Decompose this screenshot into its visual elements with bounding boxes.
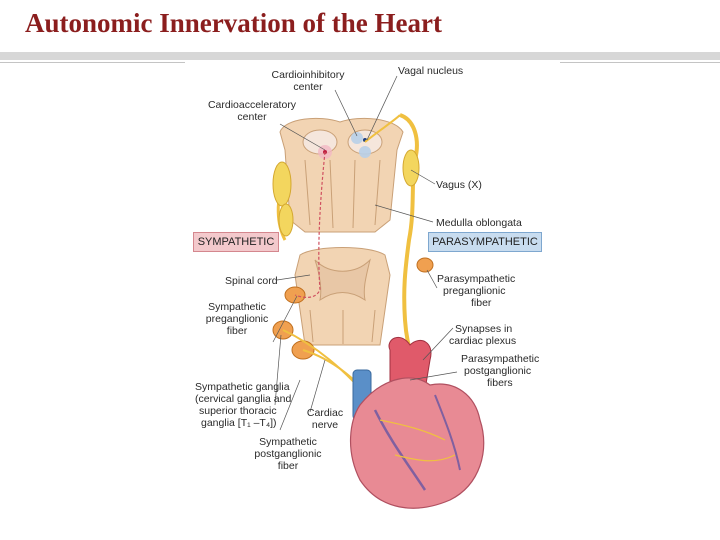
label-cardioacceleratory: Cardioacceleratory xyxy=(208,99,297,111)
parasympathetic-label-box: PARASYMPATHETIC xyxy=(428,232,542,252)
medulla-section xyxy=(279,117,404,233)
label-symp-postganglionic-2: postganglionic xyxy=(254,448,321,460)
label-ganglia-3: superior thoracic xyxy=(199,405,277,417)
heart xyxy=(350,336,485,509)
diagram-labels: Cardioinhibitory center Vagal nucleus Ca… xyxy=(195,65,539,472)
sympathetic-label-box: SYMPATHETIC xyxy=(193,232,279,252)
label-para-postganglionic-2: postganglionic xyxy=(464,365,531,377)
title-divider xyxy=(0,52,720,60)
label-medulla: Medulla oblongata xyxy=(436,217,522,229)
spinal-cord-section xyxy=(294,247,391,346)
label-synapses-2: cardiac plexus xyxy=(449,335,516,347)
label-para-postganglionic-3: fibers xyxy=(487,377,513,389)
label-vagal-nucleus: Vagal nucleus xyxy=(398,65,463,77)
label-cardioacceleratory-center: center xyxy=(237,111,267,123)
label-cardioinhibitory-center: center xyxy=(293,81,323,93)
label-para-postganglionic-1: Parasympathetic xyxy=(461,353,539,365)
leader-lines xyxy=(272,75,458,431)
label-symp-postganglionic-3: fiber xyxy=(278,460,299,472)
label-ganglia-1: Sympathetic ganglia xyxy=(195,381,290,393)
label-para-preganglionic-3: fiber xyxy=(471,297,492,309)
label-ganglia-2: (cervical ganglia and xyxy=(195,393,291,405)
label-cardioinhibitory: Cardioinhibitory xyxy=(272,69,346,81)
label-symp-preganglionic-1: Sympathetic xyxy=(208,301,266,313)
label-cardiac-nerve-1: Cardiac xyxy=(307,407,343,419)
label-symp-preganglionic-3: fiber xyxy=(227,325,248,337)
label-symp-preganglionic-2: preganglionic xyxy=(206,313,268,325)
label-cardiac-nerve-2: nerve xyxy=(312,419,338,431)
label-spinal-cord: Spinal cord xyxy=(225,275,278,287)
diagram-illustration: Cardioinhibitory center Vagal nucleus Ca… xyxy=(195,65,539,509)
label-para-preganglionic-1: Parasympathetic xyxy=(437,273,515,285)
label-synapses-1: Synapses in xyxy=(455,323,512,335)
label-vagus: Vagus (X) xyxy=(436,179,482,191)
label-symp-postganglionic-1: Sympathetic xyxy=(259,436,317,448)
label-para-preganglionic-2: preganglionic xyxy=(443,285,505,297)
heart-innervation-diagram: Cardioinhibitory center Vagal nucleus Ca… xyxy=(185,60,560,515)
slide-title: Autonomic Innervation of the Heart xyxy=(25,8,442,38)
label-ganglia-4: ganglia [T₁ –T₄]) xyxy=(201,417,277,429)
